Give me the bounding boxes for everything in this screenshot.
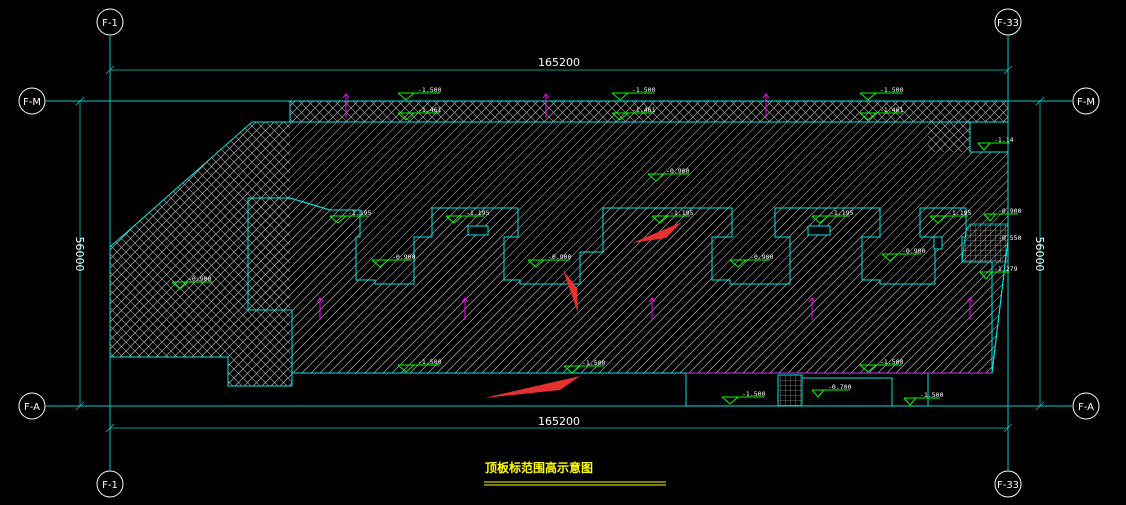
elev-notch-2: -0.900 bbox=[548, 253, 572, 261]
dim-left-height: 56000 bbox=[73, 237, 86, 272]
elev-top-6: -1.461 bbox=[880, 106, 904, 114]
slope-markers bbox=[316, 93, 974, 320]
elev-court-5: -1.195 bbox=[948, 209, 972, 217]
elevation-symbols bbox=[171, 92, 1018, 406]
elev-notch-1: -0.900 bbox=[392, 253, 416, 261]
elev-bottom-1: -1.500 bbox=[418, 358, 442, 366]
elev-top-3: -1.500 bbox=[880, 86, 904, 94]
elev-bottom-2: -1.500 bbox=[582, 359, 606, 367]
elev-right-3: -0.550 bbox=[998, 234, 1022, 242]
grid-label-f1-bottom: F-1 bbox=[102, 480, 118, 491]
elev-notch-3: -0.900 bbox=[750, 253, 774, 261]
dim-right-height: 56000 bbox=[1033, 237, 1046, 272]
grid-bubbles bbox=[18, 8, 1100, 498]
dim-top-width: 165200 bbox=[538, 56, 580, 69]
elev-bottom-6: -0.700 bbox=[828, 383, 852, 391]
grid-label-fm-left: F-M bbox=[23, 97, 41, 108]
grid-label-f33-top: F-33 bbox=[997, 18, 1019, 29]
grid-label-fm-right: F-M bbox=[1077, 97, 1095, 108]
elev-bottom-3: -1.500 bbox=[880, 358, 904, 366]
elev-right-1: -1.14 bbox=[994, 136, 1014, 144]
grid-labels: F-1 F-33 F-M F-M F-A F-A F-1 F-33 bbox=[23, 18, 1095, 491]
elev-right-4: -1.279 bbox=[994, 265, 1018, 273]
red-arrow-3 bbox=[484, 376, 580, 398]
dimension-lines bbox=[75, 65, 1045, 433]
elev-mid-center: -0.900 bbox=[666, 167, 690, 175]
elev-top-1: -1.500 bbox=[418, 86, 442, 94]
elev-top-4: -1.461 bbox=[418, 106, 442, 114]
elevation-labels: -1.500 -1.500 -1.500 -1.461 -1.461 -1.46… bbox=[188, 86, 1022, 399]
elev-notch-4: -0.900 bbox=[902, 247, 926, 255]
grid-label-f1-top: F-1 bbox=[102, 18, 118, 29]
roof-slab bbox=[109, 100, 1009, 407]
elev-top-5: -1.461 bbox=[632, 106, 656, 114]
grid-label-fa-left: F-A bbox=[24, 402, 40, 413]
red-arrow-2 bbox=[563, 270, 578, 313]
elev-bottom-4: -1.500 bbox=[742, 390, 766, 398]
elev-left-mid: -0.900 bbox=[188, 275, 212, 283]
elev-right-2: -0.900 bbox=[998, 207, 1022, 215]
dim-bottom-width: 165200 bbox=[538, 415, 580, 428]
elev-top-2: -1.500 bbox=[632, 86, 656, 94]
elev-court-3: -1.195 bbox=[670, 209, 694, 217]
elev-court-2: -1.195 bbox=[466, 209, 490, 217]
drawing-title: 顶板标范围高示意图 bbox=[484, 460, 666, 486]
grid-label-f33-bottom: F-33 bbox=[997, 480, 1019, 491]
red-arrows bbox=[484, 222, 682, 398]
grid-label-fa-right: F-A bbox=[1078, 402, 1094, 413]
elev-bottom-5: -1.500 bbox=[920, 391, 944, 399]
red-arrow-1 bbox=[632, 222, 682, 243]
elev-court-1: -1.195 bbox=[348, 209, 372, 217]
title-text: 顶板标范围高示意图 bbox=[485, 460, 593, 475]
elev-court-4: -1.195 bbox=[830, 209, 854, 217]
dimension-texts: 165200 165200 56000 56000 bbox=[73, 56, 1046, 428]
